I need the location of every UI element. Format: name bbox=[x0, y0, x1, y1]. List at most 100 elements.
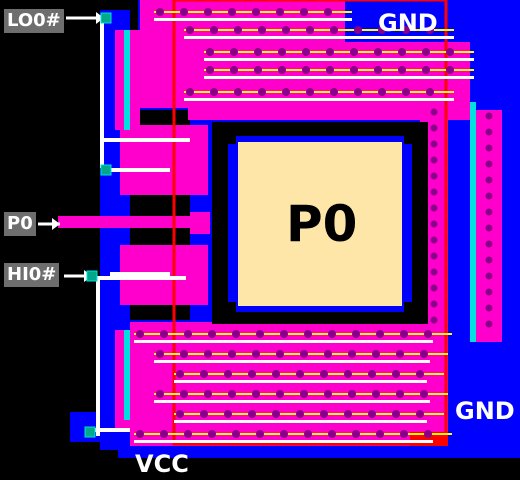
p0-arrow-head bbox=[52, 218, 60, 230]
contact-dot bbox=[278, 48, 286, 56]
contact-dot bbox=[368, 410, 376, 418]
contact-dot bbox=[276, 8, 284, 16]
contact-dot bbox=[354, 88, 362, 96]
contact-dot bbox=[396, 390, 404, 398]
contact-dot bbox=[416, 410, 424, 418]
contact-dot bbox=[430, 300, 438, 308]
contact-dot bbox=[228, 8, 236, 16]
contact-dot bbox=[430, 236, 438, 244]
contact-dot bbox=[430, 188, 438, 196]
pad-corner-notch bbox=[404, 122, 428, 144]
contact-dot bbox=[184, 330, 192, 338]
contact-dot bbox=[485, 176, 493, 184]
contact-dot bbox=[210, 26, 218, 34]
contact-dot bbox=[300, 350, 308, 358]
contact-dot bbox=[430, 204, 438, 212]
contact-dot bbox=[208, 430, 216, 438]
contact-dot bbox=[200, 370, 208, 378]
contact-dot bbox=[422, 48, 430, 56]
contact-dot bbox=[430, 140, 438, 148]
pin-via bbox=[100, 12, 112, 24]
mid-route-b bbox=[110, 272, 170, 276]
p0-input-cap bbox=[190, 212, 210, 234]
contact-dot bbox=[272, 370, 280, 378]
label-gnd-top: GND bbox=[378, 9, 438, 37]
contact-dot bbox=[224, 370, 232, 378]
contact-dot bbox=[350, 66, 358, 74]
contact-dot bbox=[278, 66, 286, 74]
contact-dot bbox=[485, 320, 493, 328]
contact-dot bbox=[306, 88, 314, 96]
metal2-line bbox=[184, 36, 454, 39]
contact-dot bbox=[368, 370, 376, 378]
pad-corner-notch bbox=[404, 302, 428, 324]
p0-input-strip bbox=[58, 216, 208, 228]
contact-dot bbox=[326, 66, 334, 74]
contact-dot bbox=[248, 370, 256, 378]
contact-dot bbox=[376, 430, 384, 438]
contact-dot bbox=[354, 26, 362, 34]
contact-dot bbox=[160, 430, 168, 438]
contact-dot bbox=[485, 288, 493, 296]
contact-dot bbox=[230, 66, 238, 74]
contact-dot bbox=[352, 430, 360, 438]
contact-dot bbox=[280, 330, 288, 338]
hi0-route-horizontal bbox=[96, 276, 186, 280]
poly-outer-frame bbox=[172, 0, 448, 446]
contact-dot bbox=[324, 390, 332, 398]
contact-dot bbox=[320, 410, 328, 418]
transistor-contacts bbox=[38, 8, 493, 443]
contact-dot bbox=[402, 26, 410, 34]
contact-dot bbox=[254, 48, 262, 56]
label-vcc: VCC bbox=[135, 450, 189, 478]
contact-dot bbox=[228, 390, 236, 398]
metal2-line bbox=[204, 58, 474, 61]
vcc-route-bottom bbox=[90, 428, 130, 432]
contact-dot bbox=[420, 390, 428, 398]
contact-dot bbox=[374, 48, 382, 56]
contact-dot bbox=[186, 88, 194, 96]
contact-dot bbox=[422, 66, 430, 74]
label-hi0: HI0# bbox=[4, 263, 60, 287]
pad-label-p0: P0 bbox=[286, 195, 358, 253]
contact-dot bbox=[256, 330, 264, 338]
contact-dot bbox=[324, 8, 332, 16]
contact-dot bbox=[248, 410, 256, 418]
contact-dot bbox=[254, 66, 262, 74]
label-lo0: LO0# bbox=[4, 9, 64, 33]
contact-dot bbox=[186, 26, 194, 34]
contact-dot bbox=[485, 192, 493, 200]
contact-dot bbox=[374, 66, 382, 74]
contact-dot bbox=[352, 330, 360, 338]
contact-dot bbox=[446, 66, 454, 74]
metal2-line bbox=[174, 380, 427, 383]
contact-dot bbox=[420, 350, 428, 358]
contact-dot bbox=[306, 26, 314, 34]
contact-dot bbox=[256, 430, 264, 438]
contact-dot bbox=[430, 156, 438, 164]
metal2-line bbox=[204, 76, 474, 79]
lo0-route-vertical bbox=[100, 18, 104, 168]
lo0-arrow-head bbox=[96, 12, 104, 24]
contact-dot bbox=[282, 26, 290, 34]
contact-dot bbox=[485, 272, 493, 280]
contact-dot bbox=[276, 390, 284, 398]
contact-dot bbox=[400, 330, 408, 338]
contact-dot bbox=[204, 350, 212, 358]
contact-dot bbox=[208, 330, 216, 338]
contact-dot bbox=[396, 350, 404, 358]
contact-dot bbox=[372, 350, 380, 358]
contact-dot bbox=[206, 48, 214, 56]
contact-dot bbox=[328, 430, 336, 438]
contact-dot bbox=[276, 350, 284, 358]
contact-dot bbox=[224, 410, 232, 418]
metal2-line bbox=[134, 340, 433, 343]
contact-dot bbox=[392, 410, 400, 418]
contact-dot bbox=[398, 66, 406, 74]
contact-dot bbox=[485, 112, 493, 120]
contact-dot bbox=[296, 370, 304, 378]
contact-dot bbox=[430, 284, 438, 292]
contact-dot bbox=[430, 268, 438, 276]
contact-dot bbox=[348, 350, 356, 358]
contact-dot bbox=[156, 350, 164, 358]
